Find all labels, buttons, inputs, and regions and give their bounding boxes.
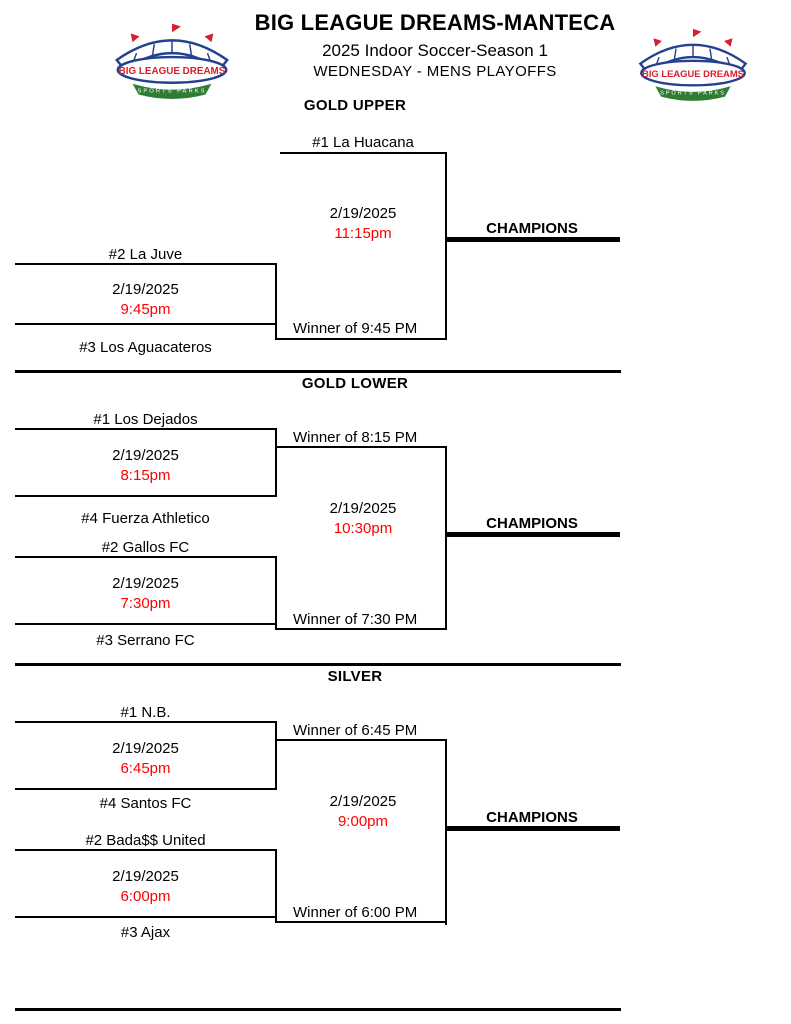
connector-line — [445, 446, 447, 630]
team-name: #4 Fuerza Athletico — [81, 510, 210, 527]
winner-label: Winner of 8:15 PM — [293, 429, 418, 446]
champion-line — [447, 532, 620, 537]
connector-line — [275, 849, 277, 923]
game-date: 2/19/2025 — [112, 447, 179, 464]
stadium-stripes — [131, 41, 213, 65]
page-subtitle: 2025 Indoor Soccer-Season 1 — [322, 41, 548, 60]
big-league-dreams-logo: BIG LEAGUE DREAMS SPORTS PARKS — [115, 23, 229, 99]
flag-center — [172, 23, 181, 33]
section-divider — [15, 370, 621, 373]
match-line — [275, 628, 447, 630]
game-time: 10:30pm — [333, 520, 393, 537]
game-time: 6:45pm — [120, 760, 171, 777]
game-date: 2/19/2025 — [329, 205, 397, 222]
champion-line — [447, 237, 620, 242]
game-time: 9:45pm — [120, 301, 171, 318]
connector-line — [275, 428, 277, 497]
logo-grass — [655, 86, 731, 101]
game-date: 2/19/2025 — [329, 500, 397, 517]
match-line — [275, 921, 447, 923]
game-time: 6:00pm — [120, 888, 171, 905]
flag-right — [204, 33, 214, 43]
match-line — [280, 152, 447, 154]
game-time: 7:30pm — [120, 595, 171, 612]
team-name: #1 Los Dejados — [93, 411, 198, 428]
match-line — [15, 323, 277, 325]
game-time: 9:00pm — [337, 813, 389, 830]
section-title-gold-upper: GOLD UPPER — [303, 97, 407, 114]
game-date: 2/19/2025 — [112, 575, 179, 592]
match-line — [275, 338, 447, 340]
team-name: #4 Santos FC — [99, 795, 192, 812]
match-line — [275, 446, 447, 448]
winner-label: Winner of 6:00 PM — [293, 904, 418, 921]
team-name: #2 La Juve — [108, 246, 183, 263]
game-date: 2/19/2025 — [112, 740, 179, 757]
match-line — [15, 556, 277, 558]
champions-label: CHAMPIONS — [486, 809, 578, 826]
logo-name-text: BIG LEAGUE DREAMS — [642, 68, 744, 79]
flag-center — [693, 28, 702, 38]
match-line — [15, 623, 277, 625]
match-line — [15, 721, 277, 723]
winner-label: Winner of 7:30 PM — [293, 611, 418, 628]
logo-name-text: BIG LEAGUE DREAMS — [119, 66, 226, 77]
game-date: 2/19/2025 — [112, 281, 179, 298]
connector-line — [445, 739, 447, 925]
big-league-dreams-logo: BIG LEAGUE DREAMS SPORTS PARKS — [638, 28, 748, 101]
team-name: #3 Ajax — [120, 924, 171, 941]
winner-label: Winner of 9:45 PM — [293, 320, 418, 337]
game-date: 2/19/2025 — [329, 793, 397, 810]
logo-tagline-text: SPORTS PARKS — [137, 89, 206, 95]
team-name: #2 Bada$$ United — [85, 832, 206, 849]
team-name: #2 Gallos FC — [101, 539, 190, 556]
section-title-gold-lower: GOLD LOWER — [301, 375, 409, 392]
section-divider — [15, 1008, 621, 1011]
flag-right — [724, 38, 733, 47]
team-name: #3 Los Aguacateros — [79, 339, 212, 356]
logo-grass — [132, 83, 212, 99]
match-line — [275, 739, 447, 741]
connector-line — [275, 263, 277, 340]
match-line — [15, 428, 277, 430]
winner-label: Winner of 6:45 PM — [293, 722, 418, 739]
page-subheading: WEDNESDAY - MENS PLAYOFFS — [313, 63, 557, 80]
match-line — [15, 788, 277, 790]
page-title: BIG LEAGUE DREAMS-MANTECA — [254, 10, 616, 35]
game-time: 8:15pm — [120, 467, 171, 484]
logo-left: BIG LEAGUE DREAMS SPORTS PARKS — [103, 20, 241, 110]
connector-line — [445, 152, 447, 340]
match-line — [15, 849, 277, 851]
section-divider — [15, 663, 621, 666]
champions-label: CHAMPIONS — [486, 515, 578, 532]
logo-banner — [640, 59, 746, 87]
section-title-silver: SILVER — [327, 668, 383, 685]
game-date: 2/19/2025 — [112, 868, 179, 885]
logo-right: BIG LEAGUE DREAMS SPORTS PARKS — [627, 26, 759, 111]
champion-line — [447, 826, 620, 831]
match-line — [15, 263, 277, 265]
connector-line — [275, 721, 277, 790]
flag-left — [130, 33, 140, 43]
flag-left — [653, 38, 662, 47]
match-line — [15, 916, 277, 918]
team-name: #3 Serrano FC — [96, 632, 195, 649]
champions-label: CHAMPIONS — [486, 220, 578, 237]
team-name: #1 N.B. — [120, 704, 171, 721]
connector-line — [275, 556, 277, 630]
team-name: #1 La Huacana — [312, 134, 414, 151]
match-line — [15, 495, 277, 497]
logo-banner — [116, 55, 228, 84]
game-time: 11:15pm — [334, 225, 392, 242]
logo-tagline-text: SPORTS PARKS — [660, 91, 726, 97]
stadium-stripes — [654, 45, 732, 68]
